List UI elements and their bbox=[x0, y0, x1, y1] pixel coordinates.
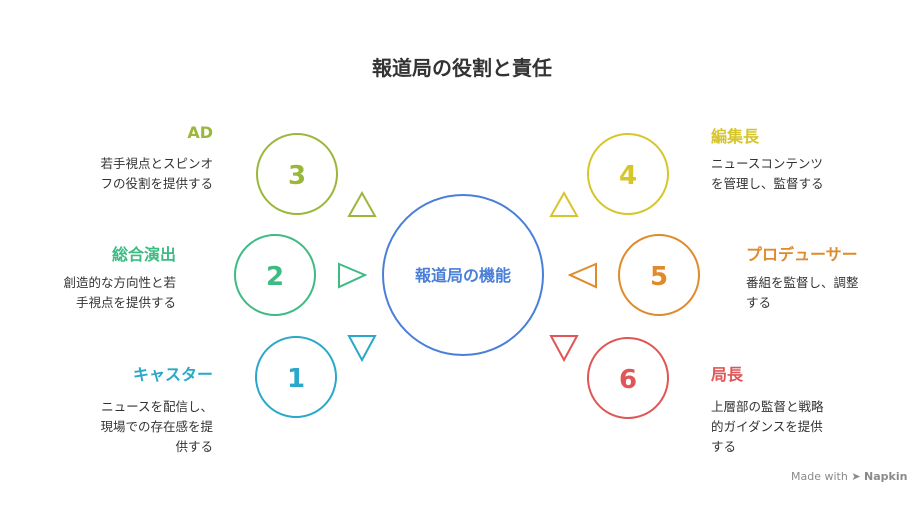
node-circle-3 bbox=[256, 133, 338, 215]
diagram-title: 報道局の役割と責任 bbox=[372, 56, 552, 80]
node-desc-line: 供する bbox=[175, 439, 213, 454]
node-desc-6: 上層部の監督と戦略 的ガイダンスを提供 する bbox=[711, 397, 824, 457]
node-title-6: 局長 bbox=[711, 365, 744, 384]
node-desc-line: ニュースを配信し、 bbox=[101, 399, 213, 414]
node-circle-6 bbox=[587, 337, 669, 419]
node-desc-line: 若手視点とスピンオ bbox=[100, 156, 213, 171]
node-number-2: 2 bbox=[266, 262, 284, 292]
node-number-4: 4 bbox=[619, 161, 637, 191]
watermark-brand: Napkin bbox=[864, 470, 908, 483]
arrow-triangle-3 bbox=[347, 190, 377, 217]
arrow-triangle-5 bbox=[567, 262, 597, 289]
arrow-triangle-4 bbox=[549, 190, 579, 217]
node-title-5: プロデューサー bbox=[746, 245, 858, 264]
node-title-3: AD bbox=[187, 123, 213, 142]
napkin-watermark[interactable]: Made with ➤ Napkin bbox=[791, 470, 907, 483]
node-desc-line: 的ガイダンスを提供 bbox=[711, 419, 823, 434]
center-label: 報道局の機能 bbox=[415, 266, 511, 285]
node-desc-line: ニュースコンテンツ bbox=[711, 156, 823, 171]
node-title-2: 総合演出 bbox=[111, 245, 176, 264]
arrow-triangle-1 bbox=[347, 335, 377, 363]
node-title-4: 編集長 bbox=[711, 127, 760, 146]
node-circle-1 bbox=[255, 336, 337, 418]
node-number-5: 5 bbox=[650, 262, 668, 292]
node-number-6: 6 bbox=[619, 365, 637, 395]
node-desc-line: 創造的な方向性と若 bbox=[63, 275, 176, 290]
node-circle-2 bbox=[234, 234, 316, 316]
node-number-1: 1 bbox=[287, 364, 305, 394]
node-desc-2: 創造的な方向性と若 手視点を提供する bbox=[63, 273, 176, 313]
node-circle-5 bbox=[618, 234, 700, 316]
node-desc-line: する bbox=[711, 439, 737, 454]
node-desc-line: フの役割を提供する bbox=[100, 176, 213, 191]
node-title-1: キャスター bbox=[132, 365, 213, 384]
node-desc-4: ニュースコンテンツ を管理し、監督する bbox=[711, 154, 824, 194]
watermark-prefix: Made with bbox=[791, 470, 848, 483]
node-desc-3: 若手視点とスピンオ フの役割を提供する bbox=[100, 154, 213, 194]
node-desc-1: ニュースを配信し、 現場での存在感を提 供する bbox=[100, 397, 213, 457]
node-desc-line: 上層部の監督と戦略 bbox=[711, 399, 824, 414]
node-circle-4 bbox=[587, 133, 669, 215]
node-desc-line: 手視点を提供する bbox=[75, 295, 176, 310]
arrow-triangle-2 bbox=[338, 262, 368, 289]
node-desc-line: 番組を監督し、調整 bbox=[746, 275, 859, 290]
center-circle bbox=[382, 194, 544, 356]
arrow-triangle-6 bbox=[549, 335, 579, 363]
node-desc-line: を管理し、監督する bbox=[711, 176, 824, 191]
node-desc-line: する bbox=[746, 295, 772, 310]
node-desc-5: 番組を監督し、調整 する bbox=[746, 273, 859, 313]
node-number-3: 3 bbox=[288, 161, 306, 191]
node-desc-line: 現場での存在感を提 bbox=[100, 419, 213, 434]
napkin-logo-icon: ➤ bbox=[851, 470, 861, 483]
